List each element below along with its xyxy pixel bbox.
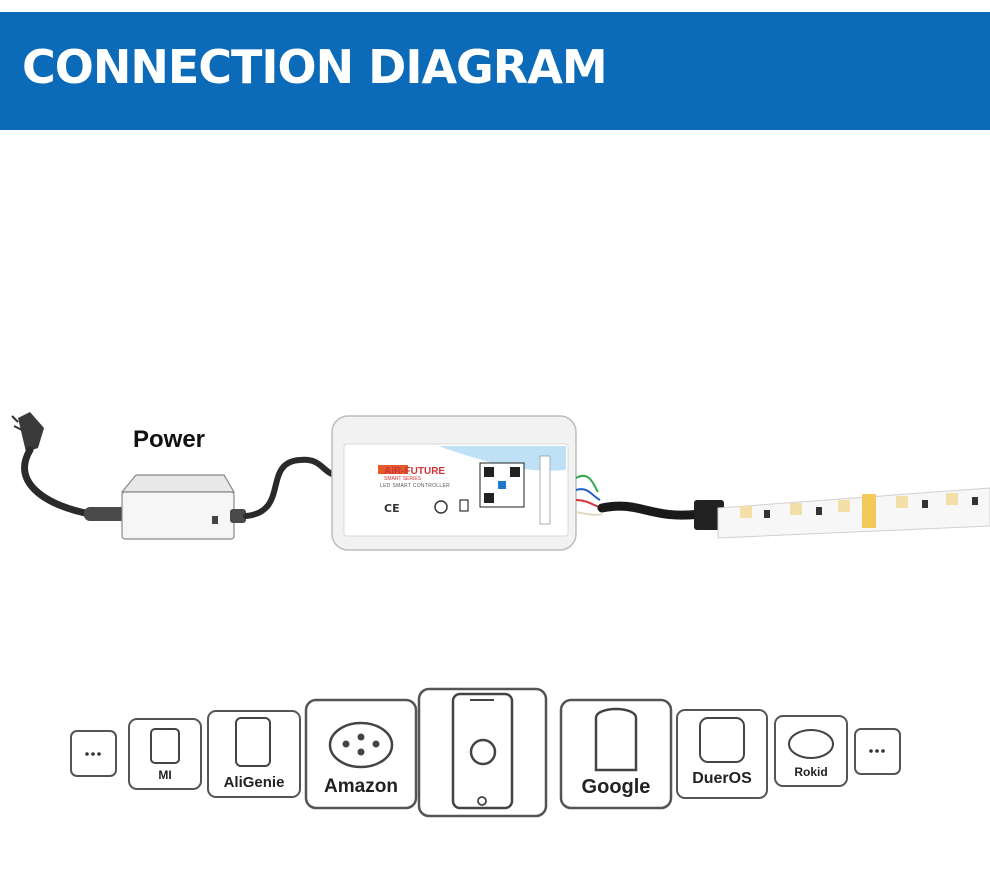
aligenie-label: AliGenie [223, 774, 285, 791]
ecosystem-row [70, 687, 901, 818]
power-plug-icon [11, 412, 99, 519]
dueros-label: DuerOS [692, 770, 752, 787]
controller-name: LED SMART CONTROLLER [380, 483, 450, 489]
led-controller: CE [331, 415, 577, 551]
cloud-app-icon [469, 738, 497, 766]
header-banner: CONNECTION DIAGRAM [0, 12, 990, 130]
mi-speaker-icon [128, 718, 202, 790]
rokid-speaker-icon [774, 715, 848, 787]
led-strip [717, 487, 990, 539]
mi-label: MI [158, 768, 172, 782]
output-wires [575, 474, 724, 530]
ce-mark-icon: CE [384, 502, 400, 515]
amazon-label: Amazon [324, 776, 398, 797]
google-home-icon [559, 698, 673, 810]
page-title: CONNECTION DIAGRAM [22, 40, 608, 94]
terminal-block [539, 455, 551, 525]
recycle-icon [434, 500, 448, 514]
more-icon [854, 728, 901, 775]
brand-subtitle: SMART SERIES [384, 476, 422, 482]
amazon-echo-dot-icon [304, 698, 418, 810]
power-adapter [84, 456, 335, 540]
power-label: Power [133, 426, 206, 453]
google-label: Google [581, 776, 651, 798]
tuya-logo [378, 465, 408, 474]
aligenie-speaker-icon [207, 710, 301, 798]
rokid-label: Rokid [794, 765, 828, 779]
dueros-speaker-icon [676, 709, 768, 799]
smartphone-app-icon [417, 687, 548, 818]
weee-bin-icon [459, 499, 469, 512]
more-icon [70, 730, 117, 777]
brand-text: AiR-FUTURE [384, 466, 446, 477]
